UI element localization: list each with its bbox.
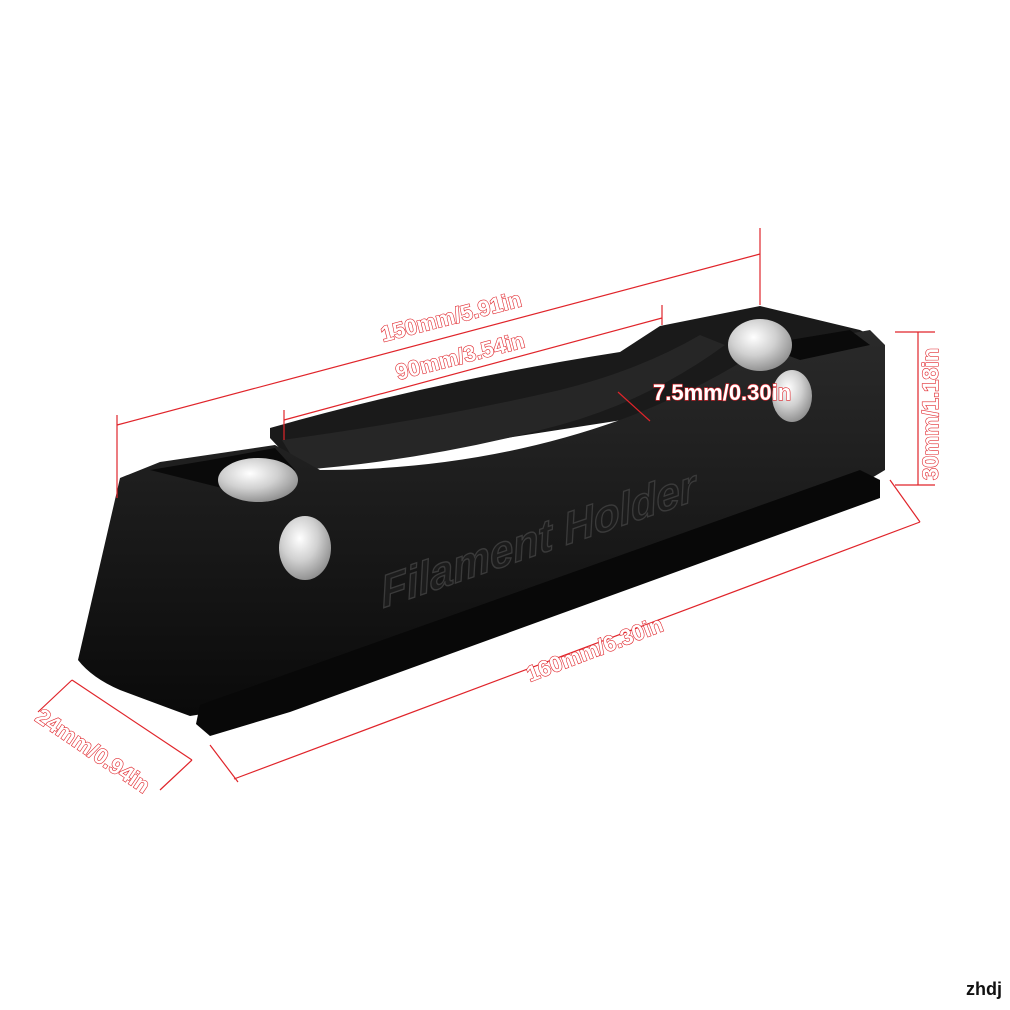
holder-bottom-lip — [196, 470, 880, 736]
bolt-right — [772, 370, 812, 422]
dimension-groove-depth: 7.5mm/0.30in — [617, 379, 792, 422]
holder-groove — [282, 335, 725, 470]
bolt-left — [279, 516, 331, 580]
bearing-left-top — [218, 458, 298, 502]
dimension-groove-depth-label: 7.5mm/0.30in — [653, 380, 791, 405]
dimension-width-label: 24mm/0.94in — [31, 703, 154, 798]
dimension-base-length-label: 160mm/6.30in — [523, 612, 667, 687]
watermark-text: zhdj — [966, 979, 1002, 999]
dimension-height: 30mm/1.18in — [895, 331, 944, 486]
bearing-right-top — [728, 319, 792, 371]
holder-front-face — [78, 330, 885, 716]
dimension-height-label: 30mm/1.18in — [918, 348, 943, 480]
